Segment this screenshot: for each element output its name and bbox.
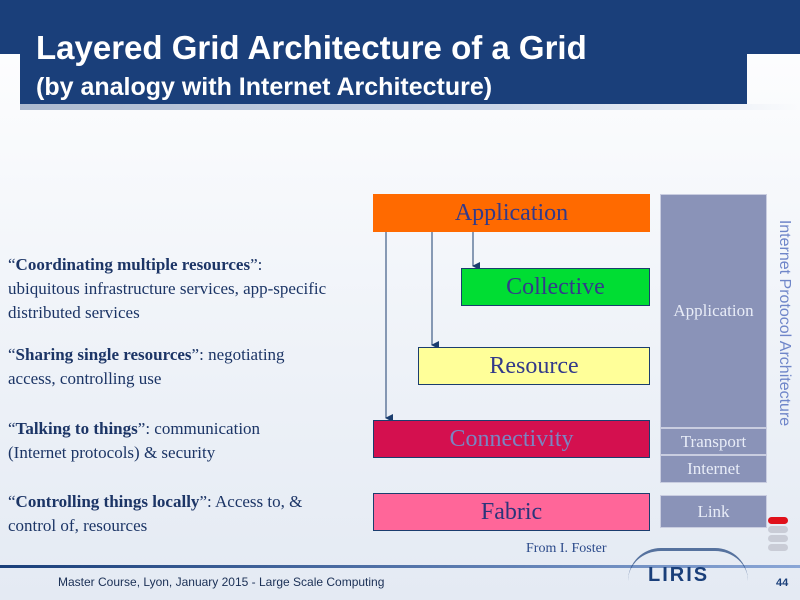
desc-line1: : Access to, &	[206, 492, 303, 511]
layer-application: Application	[373, 194, 650, 232]
desc-line2: access, controlling use	[8, 369, 162, 388]
vertical-label-text: Internet Protocol Architecture	[776, 219, 793, 427]
layer-fabric: Fabric	[373, 493, 650, 531]
liris-logo: LIRIS	[648, 564, 710, 586]
desc-line1: : communication	[145, 419, 261, 438]
title-box	[20, 20, 747, 104]
desc-line2: (Internet protocols) & security	[8, 443, 216, 462]
desc-resource: “Sharing single resources”: negotiating …	[8, 343, 285, 391]
quote-close: ”	[199, 492, 207, 511]
desc-bold: Talking to things	[15, 419, 138, 438]
page-number: 44	[776, 577, 789, 589]
ip-layer-link: Link	[660, 495, 767, 528]
slide-title: Layered Grid Architecture of a Grid	[36, 29, 587, 66]
desc-bold: Sharing single resources	[15, 345, 192, 364]
title-shadow	[20, 104, 800, 110]
dot-red	[768, 517, 788, 524]
ip-layer-internet: Internet	[660, 455, 767, 483]
desc-line3: distributed services	[8, 303, 140, 322]
quote-open: “	[8, 255, 16, 274]
desc-line1: : negotiating	[199, 345, 285, 364]
decorative-dots	[768, 517, 788, 553]
footer-text: Master Course, Lyon, January 2015 - Larg…	[58, 575, 385, 589]
desc-fabric: “Controlling things locally”: Access to,…	[8, 490, 302, 538]
dot-grey	[768, 544, 788, 551]
layer-resource: Resource	[418, 347, 650, 385]
quote-open: “	[8, 419, 16, 438]
desc-bold: Controlling things locally	[15, 492, 200, 511]
desc-line2: control of, resources	[8, 516, 148, 535]
quote-close: ”	[191, 345, 200, 364]
dot-grey	[768, 535, 788, 542]
desc-bold: Coordinating multiple resources	[15, 255, 251, 274]
quote-close: ”	[250, 255, 258, 274]
quote-close: ”	[137, 419, 146, 438]
ip-layer-transport: Transport	[660, 428, 767, 455]
credit: From I. Foster	[526, 541, 607, 556]
slide-subtitle: (by analogy with Internet Architecture)	[36, 73, 493, 101]
desc-line1: :	[257, 255, 263, 274]
ip-layer-application: Application	[660, 194, 767, 428]
desc-connectivity: “Talking to things”: communication (Inte…	[8, 417, 260, 465]
footer-divider	[0, 565, 800, 568]
quote-open: “	[8, 492, 16, 511]
layer-collective: Collective	[461, 268, 650, 306]
quote-open: “	[8, 345, 16, 364]
layer-connectivity: Connectivity	[373, 420, 650, 458]
desc-line2: ubiquitous infrastructure services, app-…	[8, 279, 327, 298]
desc-collective: “Coordinating multiple resources”: ubiqu…	[8, 253, 326, 325]
dot-grey	[768, 526, 788, 533]
logo-arc	[628, 548, 748, 581]
